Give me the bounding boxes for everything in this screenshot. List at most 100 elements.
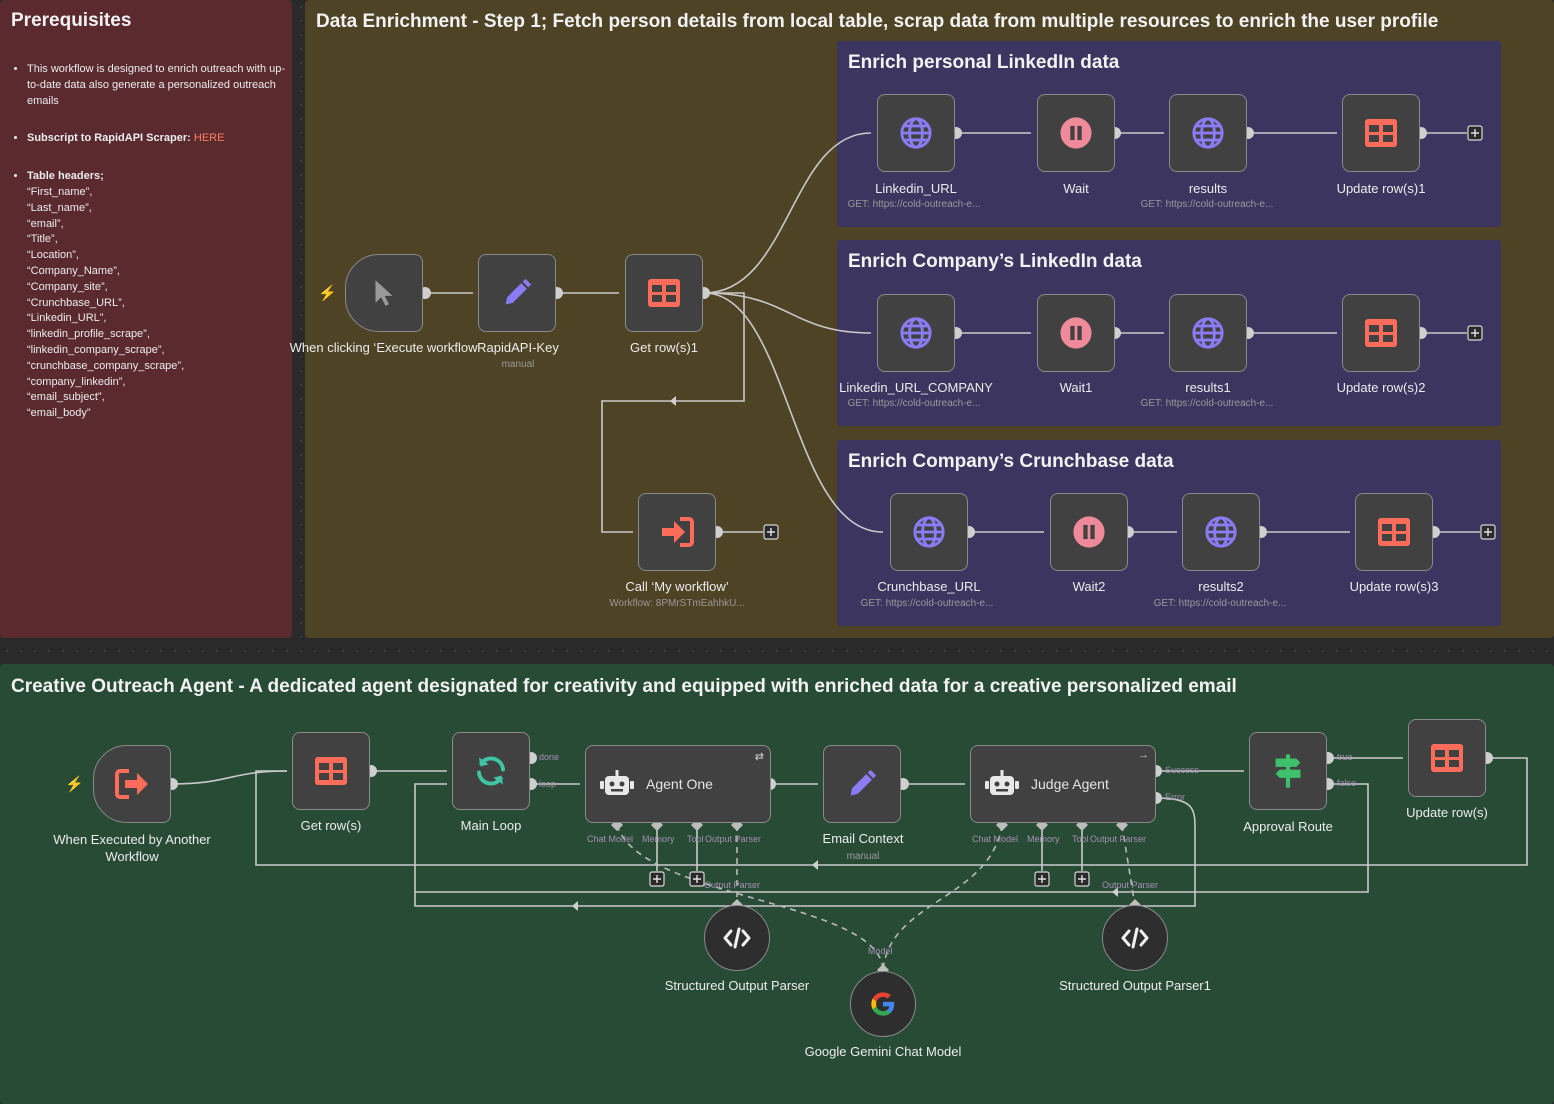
- wait-node[interactable]: [1037, 94, 1115, 172]
- refresh-icon: [477, 756, 505, 786]
- port-output-parser-label: Output Parser: [1090, 834, 1147, 844]
- group-title: Enrich personal LinkedIn data: [848, 52, 1120, 73]
- wait1-node[interactable]: [1037, 294, 1115, 372]
- trigger-bolt-icon: ⚡: [65, 776, 84, 793]
- port-output-parser-label: Output Parser: [704, 880, 761, 890]
- table-header: “crunchbase_company_scrape”,: [27, 359, 185, 372]
- exec-trigger-node[interactable]: [93, 745, 171, 823]
- node-label: Crunchbase_URL: [877, 579, 981, 594]
- node-subtitle: GET: https://cold-outreach-e...: [847, 199, 981, 210]
- pencil-icon: [850, 769, 877, 796]
- update-rows1-node[interactable]: [1342, 94, 1420, 172]
- port-false-label: false: [1337, 778, 1357, 788]
- globe-icon: [1205, 516, 1237, 548]
- node-subtitle: GET: https://cold-outreach-e...: [1140, 199, 1274, 210]
- table-header: “linkedin_company_scrape”,: [27, 343, 165, 356]
- update-rows-node[interactable]: [1408, 719, 1486, 797]
- email-context-node[interactable]: [823, 745, 901, 823]
- code-icon: [723, 927, 751, 949]
- table-header: “Linkedin_URL”,: [27, 312, 107, 325]
- table-icon: [648, 279, 680, 307]
- port-model-label: Model: [868, 946, 893, 956]
- node-label: Update row(s)2: [1336, 380, 1426, 395]
- pause-icon: [1060, 317, 1092, 349]
- linkedin-url-node[interactable]: [877, 94, 955, 172]
- structured-output-parser-node[interactable]: [704, 905, 770, 971]
- bullet-subscribe: Subscript to RapidAPI Scraper: HERE: [27, 131, 289, 147]
- globe-icon: [913, 516, 945, 548]
- node-subtitle: manual: [846, 851, 880, 862]
- port-done-label: done: [539, 752, 560, 762]
- data-enrichment-title: Data Enrichment - Step 1; Fetch person d…: [316, 11, 1439, 32]
- code-icon: [1121, 927, 1149, 949]
- subscribe-text: Subscript to RapidAPI Scraper:: [27, 132, 194, 145]
- table-icon: [315, 757, 347, 785]
- port-loop-label: loop: [539, 779, 557, 789]
- results2-node[interactable]: [1182, 493, 1260, 571]
- node-label: results2: [1198, 579, 1244, 594]
- table-icon: [1365, 319, 1397, 347]
- google-icon: [871, 992, 895, 1016]
- results1-node[interactable]: [1169, 294, 1247, 372]
- wait2-node[interactable]: [1050, 493, 1128, 571]
- structured-output-parser1-node[interactable]: [1102, 905, 1168, 971]
- table-headers-title: Table headers;: [27, 170, 104, 183]
- approval-route-node[interactable]: [1249, 732, 1327, 810]
- update-rows3-node[interactable]: [1355, 493, 1433, 571]
- update-rows2-node[interactable]: [1342, 294, 1420, 372]
- node-subtitle: GET: https://cold-outreach-e...: [1140, 398, 1274, 409]
- port-memory-label: Memory: [642, 834, 675, 844]
- prerequisites-note: Prerequisites This workflow is designed …: [0, 0, 292, 638]
- node-label: Call ‘My workflow’: [625, 579, 729, 594]
- node-subtitle: GET: https://cold-outreach-e...: [847, 398, 981, 409]
- table-icon: [1431, 744, 1463, 772]
- node-label: Google Gemini Chat Model: [804, 1044, 962, 1059]
- node-label: RapidAPI-Key: [477, 340, 559, 355]
- group-title: Enrich Company’s Crunchbase data: [848, 451, 1174, 472]
- node-subtitle: manual: [501, 359, 535, 370]
- results-node[interactable]: [1169, 94, 1247, 172]
- rapidapi-link[interactable]: HERE: [193, 132, 225, 145]
- creative-outreach-note: Creative Outreach Agent - A dedicated ag…: [0, 664, 1554, 1104]
- port-tool-label: Tool: [1072, 834, 1089, 844]
- loop-indicator-icon: ⇄: [754, 751, 764, 763]
- call-workflow-node[interactable]: [638, 493, 716, 571]
- sign-in-icon: [662, 517, 694, 547]
- get-rows-node[interactable]: [292, 732, 370, 810]
- bullet-purpose: This workflow is designed to enrich outr…: [27, 62, 289, 109]
- linkedin-url-company-node[interactable]: [877, 294, 955, 372]
- node-label: results1: [1185, 380, 1231, 395]
- main-loop-node[interactable]: [452, 732, 530, 810]
- pencil-icon: [505, 278, 532, 305]
- port-success-label: Success: [1165, 765, 1200, 775]
- node-label: Linkedin_URL: [875, 181, 957, 196]
- robot-icon: [600, 770, 634, 795]
- judge-agent-label: Judge Agent: [1031, 776, 1109, 792]
- node-label: When clicking ‘Execute workflow’: [289, 340, 481, 355]
- port-output-parser-label: Output Parser: [1102, 880, 1159, 890]
- node-label: Wait1: [1059, 380, 1093, 395]
- table-header: “email_body”: [27, 407, 91, 420]
- port-error-label: Error: [1165, 792, 1185, 802]
- manual-trigger-node[interactable]: [345, 254, 423, 332]
- node-label: Email Context: [822, 831, 904, 846]
- rapidapi-key-node[interactable]: [478, 254, 556, 332]
- judge-agent-node[interactable]: Judge Agent →: [970, 745, 1156, 823]
- table-header: “First_name”,: [27, 185, 93, 198]
- google-gemini-node[interactable]: [850, 971, 916, 1037]
- node-label: Get row(s)1: [630, 340, 698, 355]
- table-header: “Company_Name”,: [27, 264, 120, 277]
- crunchbase-url-node[interactable]: [890, 493, 968, 571]
- node-label: Structured Output Parser1: [1059, 978, 1211, 993]
- table-header: “linkedin_profile_scrape”,: [27, 328, 150, 341]
- node-label: Update row(s): [1406, 805, 1488, 820]
- cursor-icon: [375, 280, 393, 306]
- globe-icon: [900, 317, 932, 349]
- agent-one-node[interactable]: Agent One ⇄: [585, 745, 771, 823]
- node-label: Approval Route: [1243, 819, 1333, 834]
- table-header: “email”,: [27, 217, 64, 230]
- agent-one-label: Agent One: [646, 776, 713, 792]
- table-header: “Crunchbase_URL”,: [27, 296, 125, 309]
- get-rows1-node[interactable]: [625, 254, 703, 332]
- table-header: “company_linkedin”,: [27, 375, 126, 388]
